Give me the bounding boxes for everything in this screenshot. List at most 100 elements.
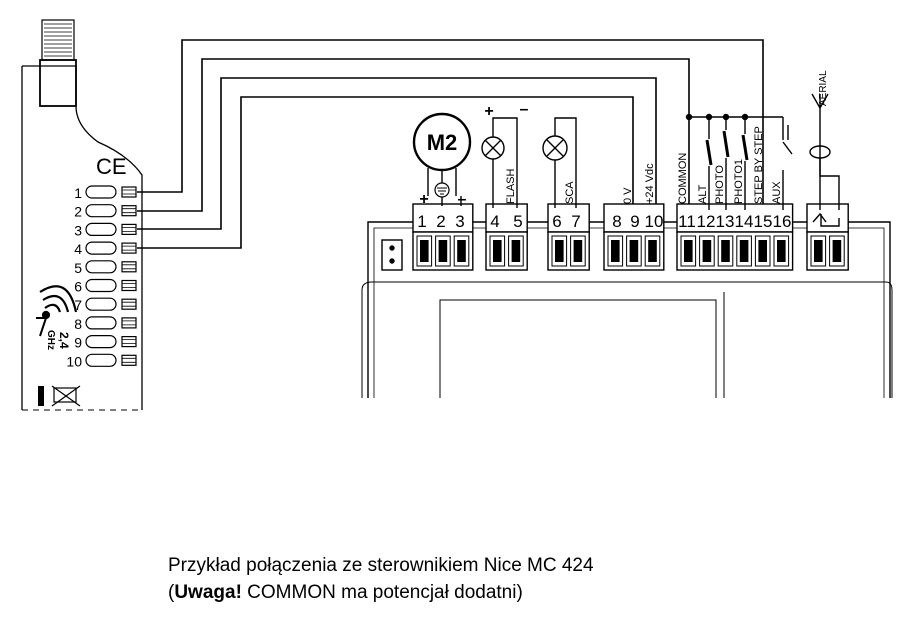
terminal-screw [758, 240, 767, 262]
receiver-outline [21, 65, 143, 410]
caption-line1: Przykład połączenia ze sterownikiem Nice… [168, 555, 594, 576]
terminal-screw [721, 240, 730, 262]
terminal-screw [420, 240, 429, 262]
terminal-block [412, 203, 474, 271]
receiver-pin-number: 8 [74, 316, 82, 332]
pin-connector-lines [122, 301, 136, 307]
pin-connector-lines [122, 320, 136, 326]
receiver-pin: 2 [74, 204, 137, 220]
caption-open-paren: ( [168, 582, 175, 603]
label-alt: ALT [697, 184, 709, 204]
receiver-pin-number: 6 [74, 279, 82, 295]
pin-connector [121, 186, 137, 198]
terminal-block [676, 203, 794, 271]
receiver-pin-number: 9 [74, 335, 82, 351]
wire-pin3-to-10 [137, 77, 657, 230]
weee-bin-icon [51, 385, 81, 407]
receiver-pin: 6 [74, 278, 137, 295]
label-step-by-step: STEP BY STEP [753, 126, 765, 204]
pin-connector-lines [122, 208, 136, 214]
receiver-pin: 10 [66, 353, 137, 369]
terminal-block-body [676, 231, 794, 271]
receiver-module: CE 1 2 3 4 5 6 7 8 9 10 2,4 GHz [21, 19, 143, 411]
flash-lamp [481, 117, 518, 208]
label-0v: 0 V [622, 187, 634, 204]
pin-connector [121, 354, 137, 366]
terminal-block [547, 203, 590, 271]
pin-connector [121, 205, 137, 217]
terminal-number: 14 [735, 212, 754, 231]
label-sca: SCA [564, 181, 576, 204]
pin-connector [121, 317, 137, 329]
terminal-screw [702, 240, 712, 262]
receiver-pin-number: 5 [74, 260, 82, 276]
pin-connector-lines [122, 227, 136, 232]
label-photo1: PHOTO1 [733, 159, 745, 204]
pin-connector-lines [122, 357, 136, 363]
terminal-block [603, 203, 665, 271]
terminal-number: 13 [716, 212, 735, 231]
ce-mark: CE [96, 154, 127, 179]
earth-icon [434, 182, 450, 198]
terminal-number: 12 [697, 212, 716, 231]
terminal-screw [684, 240, 693, 262]
receiver-pin: 3 [74, 222, 137, 238]
pin-connector-lines [122, 339, 136, 344]
band-label: 2,4 [57, 332, 71, 349]
input-switches [685, 113, 793, 210]
connection-wires [137, 39, 764, 249]
terminal-screw [438, 240, 448, 262]
label-common: COMMON [677, 153, 689, 204]
pin-connector [121, 242, 137, 254]
motor-minus: – [458, 191, 467, 208]
terminal-screw [573, 240, 583, 262]
motor-label: M2 [427, 130, 458, 155]
pin-connector-lines [122, 264, 136, 270]
pin-connector-lines [122, 189, 136, 195]
caption-line2: (Uwaga! COMMON ma potencjał dodatni) [168, 579, 868, 606]
terminal-number: 16 [773, 212, 792, 231]
receiver-pin: 5 [74, 260, 137, 276]
caption-line2-rest: COMMON ma potencjał dodatni) [241, 582, 523, 603]
pin-connector-lines [122, 245, 136, 251]
terminal-screw [555, 240, 564, 262]
terminal-screw [814, 240, 823, 262]
motor-symbol: M2 + – [412, 112, 472, 208]
wire-pin2-to-11 [137, 58, 690, 212]
terminal-screw [832, 240, 842, 262]
terminal-block-top [676, 203, 794, 233]
flash-plus: + [484, 103, 493, 120]
terminal-screw [457, 240, 466, 262]
terminal-screw [648, 240, 657, 262]
receiver-pin-number: 3 [74, 222, 82, 238]
receiver-pin: 4 [74, 241, 137, 257]
pin-slot [85, 278, 117, 293]
receiver-pin: 8 [74, 316, 137, 332]
switch-photo1 [741, 134, 749, 161]
pin-slot [85, 185, 117, 199]
receiver-pin-number: 7 [74, 297, 82, 313]
wire-pin4-to-9 [137, 96, 634, 249]
terminal-block-top [806, 203, 849, 233]
terminal-number: 1 [417, 212, 426, 231]
caption: Przykład połączenia ze sterownikiem Nice… [168, 552, 868, 606]
sca-lamp [542, 117, 577, 208]
receiver-pin-number: 1 [74, 185, 82, 201]
terminal-block-top [603, 203, 665, 233]
terminal-number: 4 [490, 212, 499, 231]
pin-slot [85, 241, 117, 255]
terminal-number: 7 [571, 212, 580, 231]
band-unit: GHz [45, 330, 56, 350]
jumper-block [381, 239, 403, 271]
pin-connector [121, 298, 137, 310]
pin-connector [121, 223, 137, 235]
receiver-pin-number: 4 [74, 241, 82, 257]
terminal-screw [777, 240, 786, 262]
terminal-number: 8 [612, 212, 621, 231]
terminal-screw [511, 240, 521, 262]
terminal-number: 10 [645, 212, 664, 231]
aerial-symbol [809, 93, 840, 227]
terminal-number: 2 [436, 212, 445, 231]
